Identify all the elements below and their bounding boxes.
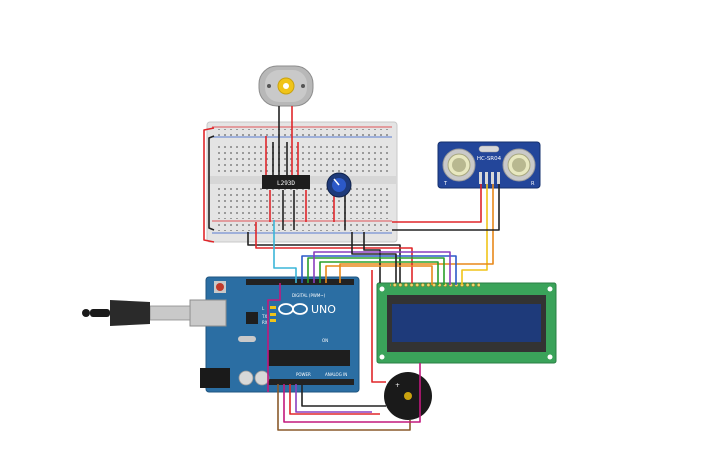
usb-cable: [82, 300, 191, 326]
power-label: POWER: [296, 372, 311, 377]
led-tx-label: TX: [261, 314, 267, 319]
signal-wire-blue: [301, 255, 457, 285]
rail-wire-black-left: [208, 135, 215, 231]
analog-label: ANALOG IN: [325, 372, 347, 377]
bottom-wire-magenta: [283, 363, 421, 423]
arduino-logo-text: UNO: [311, 303, 336, 316]
signal-wire-purple: [313, 251, 451, 285]
rail-wire-red-left: [203, 127, 215, 243]
ultrasonic-sensor: HC-SR04 T R: [437, 141, 541, 189]
ultrasonic-r-mark: R: [531, 181, 535, 187]
signal-wire-cyan: [273, 220, 297, 283]
led-l-label: L: [262, 306, 265, 311]
sensor-wire-orange: [339, 184, 494, 283]
led-on-label: ON: [322, 338, 328, 343]
arduino-uno: UNO DIGITAL (PWM~) POWER ANALOG IN L TX …: [189, 276, 360, 393]
wires: [203, 106, 500, 431]
led-rx-label: RX: [262, 320, 268, 325]
signal-wire-orange-2: [325, 265, 433, 285]
bottom-wire-purple: [295, 384, 372, 413]
bottom-wire-brown: [277, 384, 411, 431]
sensor-wire-yellow: [461, 184, 488, 285]
signal-wire-green: [307, 257, 445, 285]
signal-wire-black-lcd: [351, 232, 397, 283]
buzzer-plus-mark: +: [395, 382, 400, 389]
bb-wire-black-1: [247, 232, 401, 283]
l293d-chip: L293D: [262, 175, 310, 189]
buzzer-wire-red: [371, 270, 386, 383]
buzzer-wire-black: [301, 384, 386, 407]
ultrasonic-label: HC-SR04: [477, 156, 502, 162]
potentiometer: [326, 172, 352, 198]
side-wire-magenta: [267, 283, 281, 392]
ultrasonic-t-mark: T: [443, 181, 448, 187]
digital-label: DIGITAL (PWM~): [292, 293, 326, 298]
sensor-wire-black: [392, 184, 500, 231]
piezo-buzzer: +: [384, 372, 432, 420]
bottom-wire-red: [289, 384, 380, 415]
lcd-display: [376, 282, 557, 364]
driver-chip-label: L293D: [277, 180, 295, 187]
signal-wire-green-2: [319, 261, 439, 285]
sensor-wire-red: [392, 184, 482, 223]
dc-motor: [258, 65, 314, 107]
